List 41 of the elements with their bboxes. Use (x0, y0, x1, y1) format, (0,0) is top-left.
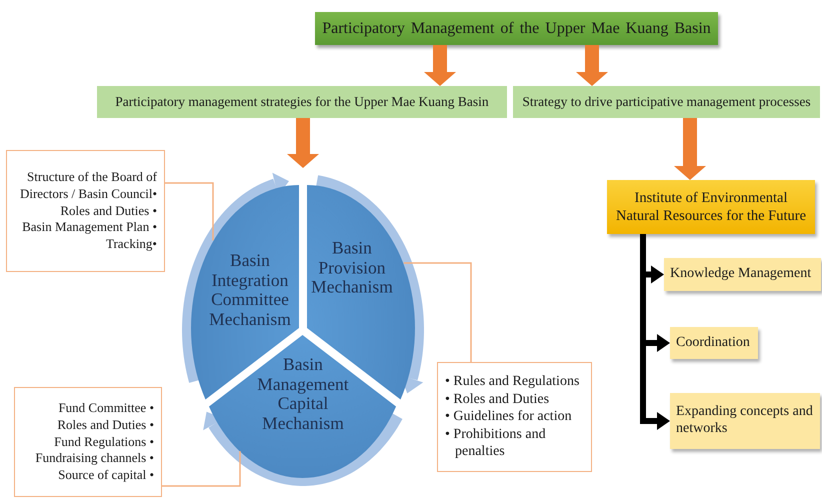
pie-segment (209, 335, 397, 478)
list-item: • Roles and Duties (445, 390, 550, 408)
node-text: Institute of Environmental Natural Resources for the Future (614, 188, 808, 226)
list-box (6, 150, 165, 272)
strategy-bar (97, 86, 507, 118)
leader-line (404, 262, 472, 362)
list-item: Basin Management Plan • (21, 219, 157, 236)
list-box (14, 387, 162, 497)
list-item: Roles and Duties • (56, 416, 154, 434)
segment-label: Basin Provision Mechanism (310, 238, 394, 298)
arrow (674, 118, 706, 180)
list-item: Tracking• (104, 236, 157, 254)
leader-line (165, 182, 214, 240)
task-box (670, 327, 758, 359)
list-item: Fund Committee • (57, 400, 154, 417)
list-item: Fundraising channels • (34, 450, 154, 468)
node-text: Expanding concepts and networks (676, 404, 814, 438)
list-item: Roles and Duties • (59, 202, 157, 220)
node-text: Participatory management strategies for the Upper Mae Kuang Basin (115, 94, 489, 110)
list-item: Source of capital • (57, 467, 154, 484)
list-item: • Prohibitions and penalties (445, 426, 547, 461)
node-text: Coordination (676, 334, 750, 352)
list-item: Fund Regulations • (53, 434, 154, 450)
node-text: Participatory Management of the Upper Mae Kuang Basin (322, 20, 711, 38)
arrow (424, 45, 456, 86)
arrow (287, 118, 319, 168)
institute-box (607, 180, 815, 234)
list-box (437, 362, 592, 472)
strategy-bar (513, 86, 820, 118)
arrow (576, 45, 608, 86)
task-box (664, 258, 821, 291)
node-text: Strategy to drive participative management processes (522, 94, 811, 110)
list-item: Structure of the Board of Directors / Basin Council• (18, 168, 157, 203)
leader-line (162, 451, 241, 487)
task-box (670, 393, 820, 449)
list-item: • Rules and Regulations (445, 373, 580, 391)
title-box (315, 12, 718, 45)
list-item: • Guidelines for action (445, 408, 573, 426)
node-text: Knowledge Management (670, 266, 812, 283)
segment-label: Basin Management Capital Mechanism (256, 354, 350, 434)
segment-label: Basin Integration Committee Mechanism (208, 250, 292, 330)
